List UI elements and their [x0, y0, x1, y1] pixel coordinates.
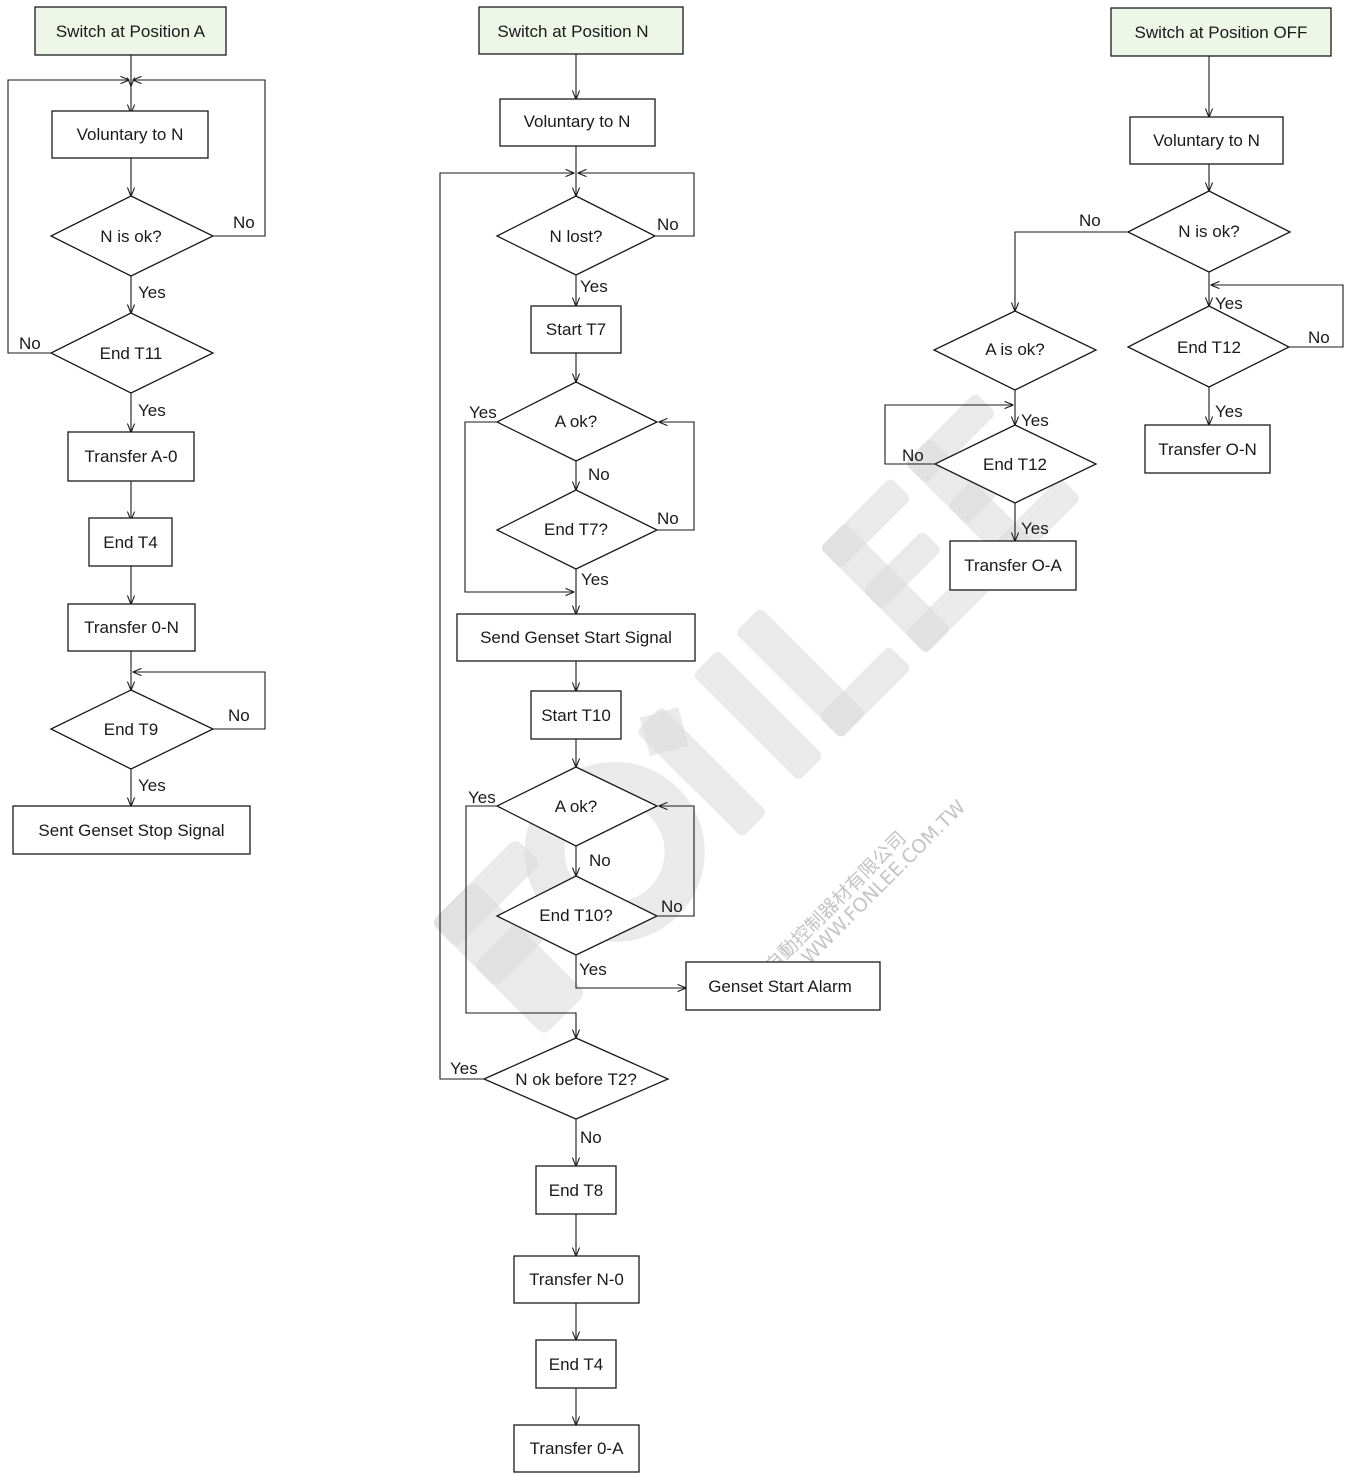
voluntary-box-a	[51, 110, 209, 159]
branch-label-no: No	[902, 446, 924, 465]
decision-a-ok-1	[495, 381, 659, 462]
decision-end-t12-left	[933, 424, 1098, 504]
branch-label-yes: Yes	[468, 788, 496, 807]
transfer-oa-box	[949, 540, 1077, 591]
end-t4-label-a: End T4	[103, 533, 158, 552]
start-box-position-a	[34, 6, 227, 56]
send-genset-start-label: Send Genset Start Signal	[480, 628, 672, 647]
branch-label-yes: Yes	[469, 403, 497, 422]
sent-genset-stop-label: Sent Genset Stop Signal	[38, 821, 224, 840]
decision-end-t11	[49, 312, 215, 394]
branch-label-yes: Yes	[1215, 402, 1243, 421]
transfer-a0-box	[67, 431, 195, 482]
genset-start-alarm-label: Genset Start Alarm	[708, 977, 852, 996]
voluntary-box-n	[499, 98, 656, 147]
branch-label-no: No	[588, 465, 610, 484]
branch-label-no: No	[589, 851, 611, 870]
start-t10-box	[530, 690, 622, 740]
decision-n-is-ok-off	[1126, 190, 1292, 273]
decision-label-a-ok-1: A ok?	[555, 412, 598, 431]
start-box-position-n	[478, 6, 684, 55]
decision-label-n-ok-before-t2: N ok before T2?	[515, 1070, 637, 1089]
decision-label-end-t12-left: End T12	[983, 455, 1047, 474]
transfer-on-box	[1144, 424, 1271, 474]
decision-label-n-lost: N lost?	[550, 227, 603, 246]
decision-end-t12-right	[1126, 305, 1291, 388]
start-t7-box	[530, 305, 622, 354]
transfer-on-label: Transfer O-N	[1158, 440, 1257, 459]
branch-label-yes: Yes	[581, 570, 609, 589]
decision-end-t10	[495, 875, 659, 956]
branch-label-no: No	[233, 213, 255, 232]
branch-label-no: No	[580, 1128, 602, 1147]
decision-label-end-t10: End T10?	[539, 906, 612, 925]
branch-label-no: No	[19, 334, 41, 353]
decision-end-t7	[495, 489, 659, 570]
voluntary-label-off: Voluntary to N	[1153, 131, 1260, 150]
branch-label-yes: Yes	[1021, 519, 1049, 538]
branch-label-no: No	[228, 706, 250, 725]
column-position-n: Switch at Position N Voluntary to N N lo…	[450, 6, 881, 1473]
decision-n-is-ok-a	[49, 195, 215, 277]
start-label-position-off: Switch at Position OFF	[1135, 23, 1308, 42]
branch-label-yes: Yes	[1021, 411, 1049, 430]
decision-label-a-is-ok: A is ok?	[985, 340, 1045, 359]
branch-label-yes: Yes	[1215, 294, 1243, 313]
end-t8-label: End T8	[549, 1181, 604, 1200]
start-t7-label: Start T7	[546, 320, 606, 339]
send-genset-start-box	[456, 613, 696, 662]
decision-label-a-ok-2: A ok?	[555, 797, 598, 816]
decision-label-end-t12-right: End T12	[1177, 338, 1241, 357]
branch-label-yes: Yes	[138, 283, 166, 302]
decision-label-end-t11: End T11	[100, 344, 163, 363]
branch-label-no: No	[661, 897, 683, 916]
voluntary-label-a: Voluntary to N	[77, 125, 184, 144]
column-position-off: Switch at Position OFF Voluntary to N N …	[902, 7, 1332, 591]
branch-label-yes: Yes	[138, 776, 166, 795]
transfer-oa-label: Transfer O-A	[964, 556, 1062, 575]
end-t4-box-n	[535, 1339, 617, 1389]
sent-genset-stop-box	[12, 805, 251, 855]
watermark-url: WWW.FONLEE.COM.TW	[797, 796, 970, 969]
transfer-0n-label: Transfer 0-N	[84, 618, 179, 637]
decision-n-lost	[495, 195, 657, 276]
transfer-n0-box	[513, 1255, 640, 1304]
branch-label-yes: Yes	[580, 277, 608, 296]
branch-label-no: No	[657, 215, 679, 234]
branch-label-yes: Yes	[450, 1059, 478, 1078]
decision-label-end-t9: End T9	[104, 720, 159, 739]
start-label-position-n: Switch at Position N	[497, 22, 648, 41]
branch-label-no: No	[657, 509, 679, 528]
decision-n-ok-before-t2	[482, 1037, 670, 1120]
end-t4-label-n: End T4	[549, 1355, 604, 1374]
transfer-n0-label: Transfer N-0	[529, 1270, 624, 1289]
connectors	[7, 54, 1344, 1425]
transfer-0a-box	[513, 1424, 640, 1473]
decision-end-t9	[49, 689, 215, 770]
genset-start-alarm-box	[685, 961, 881, 1011]
branch-label-no: No	[1079, 211, 1101, 230]
transfer-0a-label: Transfer 0-A	[530, 1439, 625, 1458]
end-t4-box-a	[88, 517, 173, 567]
start-box-position-off	[1110, 7, 1332, 57]
branch-label-yes: Yes	[138, 401, 166, 420]
decision-label-n-is-ok-off: N is ok?	[1178, 222, 1239, 241]
branch-label-yes: Yes	[579, 960, 607, 979]
start-t10-label: Start T10	[541, 706, 611, 725]
branch-label-no: No	[1308, 328, 1330, 347]
end-t8-box	[535, 1165, 617, 1215]
decision-a-ok-2	[495, 766, 659, 847]
transfer-a0-label: Transfer A-0	[85, 447, 178, 466]
transfer-0n-box	[67, 603, 196, 652]
column-position-a: Switch at Position A Voluntary to N N is…	[12, 6, 255, 855]
voluntary-label-n: Voluntary to N	[524, 112, 631, 131]
decision-label-n-is-ok-a: N is ok?	[100, 227, 161, 246]
decision-label-end-t7: End T7?	[544, 520, 608, 539]
start-label-position-a: Switch at Position A	[56, 22, 206, 41]
voluntary-box-off	[1129, 116, 1284, 165]
decision-a-is-ok	[932, 310, 1098, 391]
